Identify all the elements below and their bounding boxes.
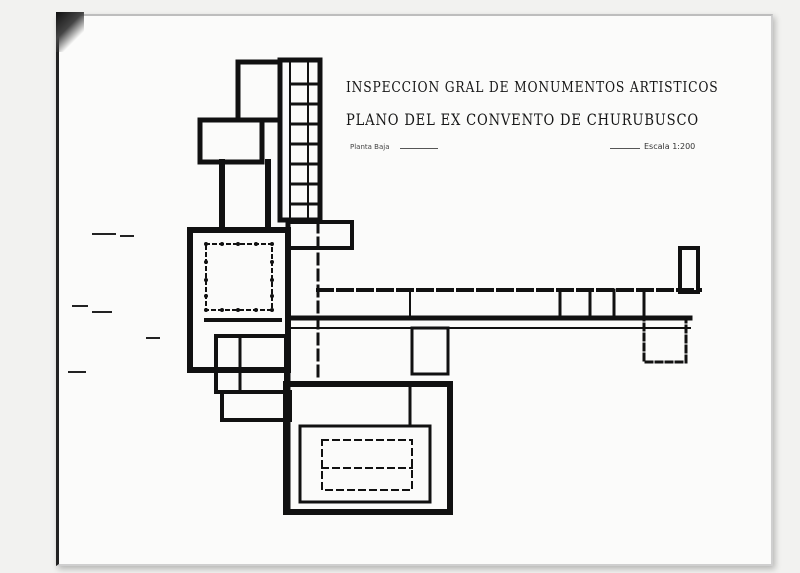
central-corridor: [285, 217, 354, 513]
drawing-subtitle: PLANO DEL EX CONVENTO DE CHURUBUSCO: [346, 110, 699, 129]
sheet-rule: [610, 148, 640, 149]
cloister-columns: [204, 242, 274, 312]
scale-note: Planta Baja: [350, 143, 390, 151]
drawing-title: INSPECCION GRAL DE MONUMENTOS ARTISTICOS: [346, 78, 719, 96]
sheet-corner-fold: [56, 12, 84, 52]
title-block: INSPECCION GRAL DE MONUMENTOS ARTISTICOS…: [346, 78, 719, 129]
east-wing: [287, 246, 702, 376]
scale-rule: [400, 148, 438, 149]
north-tower-block: [197, 57, 323, 231]
south-cloister: [283, 381, 453, 515]
margin-ticks: [68, 233, 160, 373]
sheet-note: Escala 1:200: [644, 142, 696, 151]
west-cloister: [187, 227, 292, 422]
